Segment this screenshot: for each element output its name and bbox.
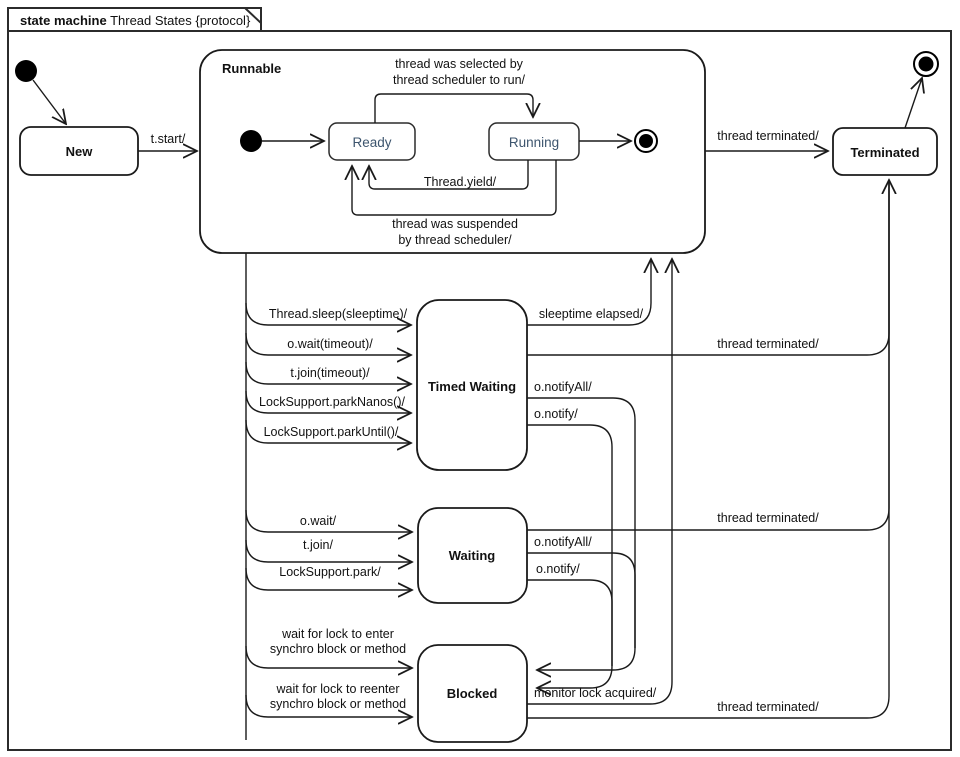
label-tw-notify-all: o.notifyAll/	[534, 380, 592, 394]
label-o-wait: o.wait/	[300, 514, 337, 528]
label-thread-terminated-timedwaiting: thread terminated/	[717, 337, 819, 351]
state-timed-waiting-label: Timed Waiting	[428, 379, 516, 394]
label-selected-by-scheduler-line1: thread was selected by	[395, 57, 524, 71]
state-terminated[interactable]: Terminated	[832, 127, 938, 176]
label-t-join: t.join/	[303, 538, 333, 552]
edge-runnable-to-timedwaiting-sleep	[245, 302, 411, 325]
edge-runnable-to-timedwaiting-owait	[245, 332, 411, 355]
label-tw-notify: o.notify/	[534, 407, 578, 421]
edge-runnable-to-timedwaiting-tjoin	[245, 361, 411, 384]
label-wait-lock-reenter-line1: wait for lock to reenter	[276, 682, 400, 696]
final-node	[913, 51, 939, 77]
runnable-final-node	[634, 129, 658, 153]
edge-runnable-to-waiting-tjoin	[245, 539, 412, 562]
label-thread-terminated-runnable: thread terminated/	[717, 129, 819, 143]
edge-blocked-to-terminated	[527, 180, 890, 719]
edge-waiting-notifyall-to-blocked	[527, 552, 636, 648]
label-park-nanos: LockSupport.parkNanos()/	[259, 395, 405, 409]
edge-timedwaiting-notify-to-blocked	[527, 424, 613, 688]
edge-runnable-to-blocked-enter	[245, 645, 412, 668]
label-suspended-line1: thread was suspended	[392, 217, 518, 231]
initial-node	[15, 60, 37, 82]
label-thread-yield: Thread.yield/	[424, 175, 497, 189]
edge-timedwaiting-notifyall-to-blocked	[527, 397, 636, 670]
edge-blocked-to-runnable-monitorlock	[527, 259, 672, 705]
state-running[interactable]: Running	[488, 122, 580, 161]
edge-runnable-to-blocked-reenter	[245, 694, 412, 717]
state-waiting[interactable]: Waiting	[417, 507, 528, 604]
label-t-start: t.start/	[151, 132, 186, 146]
label-lock-support-park: LockSupport.park/	[279, 565, 381, 579]
state-blocked[interactable]: Blocked	[417, 644, 528, 743]
edge-runnable-to-timedwaiting-parknanos	[245, 390, 411, 413]
label-wait-lock-enter-line1: wait for lock to enter	[281, 627, 394, 641]
state-new-label: New	[66, 144, 94, 159]
edge-runnable-to-waiting-park	[245, 567, 412, 590]
label-w-notify: o.notify/	[536, 562, 580, 576]
label-thread-terminated-waiting: thread terminated/	[717, 511, 819, 525]
state-blocked-label: Blocked	[447, 686, 498, 701]
label-t-join-timeout: t.join(timeout)/	[290, 366, 370, 380]
label-wait-lock-reenter-line2: synchro block or method	[270, 697, 406, 711]
state-waiting-label: Waiting	[449, 548, 496, 563]
edge-runnable-to-waiting-owait	[245, 509, 412, 532]
frame-name: Thread States {protocol}	[107, 13, 251, 28]
label-selected-by-scheduler-line2: thread scheduler to run/	[393, 73, 526, 87]
state-ready[interactable]: Ready	[328, 122, 416, 161]
edge-timedwaiting-to-runnable-elapsed	[527, 259, 651, 326]
state-terminated-label: Terminated	[850, 145, 919, 160]
state-runnable[interactable]: Runnable	[199, 49, 706, 254]
runnable-initial-node	[240, 130, 262, 152]
edge-running-to-ready-yield	[369, 160, 529, 190]
label-park-until: LockSupport.parkUntil()/	[264, 425, 399, 439]
label-w-notify-all: o.notifyAll/	[534, 535, 592, 549]
state-runnable-label: Runnable	[222, 61, 281, 76]
state-running-label: Running	[509, 135, 559, 150]
edge-ready-to-running	[374, 93, 533, 123]
state-timed-waiting[interactable]: Timed Waiting	[416, 299, 528, 471]
edge-waiting-notify-to-blocked	[527, 579, 613, 666]
state-ready-label: Ready	[352, 135, 391, 150]
edge-initial-to-new	[32, 79, 66, 124]
label-sleeptime-elapsed: sleeptime elapsed/	[539, 307, 644, 321]
label-monitor-lock-acquired: monitor lock acquired/	[534, 686, 657, 700]
label-thread-sleep: Thread.sleep(sleeptime)/	[269, 307, 408, 321]
label-o-wait-timeout: o.wait(timeout)/	[287, 337, 373, 351]
edge-runnable-to-timedwaiting-parkuntil	[245, 419, 411, 443]
edge-terminated-to-final	[904, 78, 922, 129]
label-thread-terminated-blocked: thread terminated/	[717, 700, 819, 714]
label-wait-lock-enter-line2: synchro block or method	[270, 642, 406, 656]
frame-title: state machine Thread States {protocol}	[20, 13, 251, 28]
edge-running-to-ready-suspended	[352, 160, 557, 216]
label-suspended-line2: by thread scheduler/	[398, 233, 512, 247]
state-new[interactable]: New	[19, 126, 139, 176]
frame-keyword: state machine	[20, 13, 107, 28]
